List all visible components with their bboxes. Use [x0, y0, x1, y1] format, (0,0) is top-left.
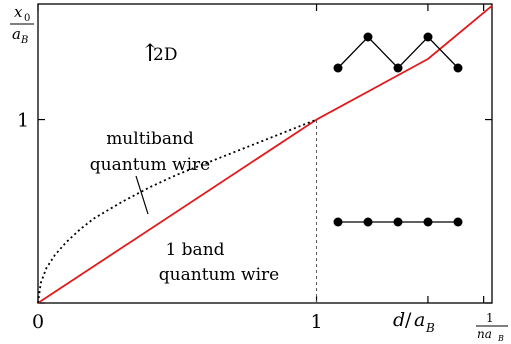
oneband-line1: 1 band [165, 240, 224, 260]
zigzag-atom [363, 32, 373, 42]
y-label-den-sub: B [20, 35, 28, 46]
linear-chain-illustration [333, 217, 463, 227]
oneband-line2: quantum wire [159, 265, 279, 285]
x-tick-label: 1 [310, 311, 322, 333]
x-axis-label-d-over-aB: d / a B [393, 309, 435, 335]
zigzag-chain-illustration [333, 32, 463, 73]
y-tick-label: 1 [17, 110, 29, 132]
multiband-pointer-line [135, 175, 149, 215]
annotation-2d-text: 2D [153, 45, 177, 65]
annotation-multiband: multiband quantum wire [90, 129, 210, 215]
plot-frame [37, 3, 493, 304]
linear-atom [333, 217, 343, 227]
x-label-slash: / [405, 309, 412, 331]
x-label2-num: 1 [486, 311, 494, 325]
zigzag-atom [333, 63, 343, 73]
series-line-multiband [37, 118, 317, 304]
x-label2-den-sub: B [497, 334, 504, 343]
linear-atom [423, 217, 433, 227]
linear-atom [453, 217, 463, 227]
y-axis-label: x 0 a B [10, 3, 34, 46]
annotation-one-band: 1 band quantum wire [159, 240, 279, 285]
y-label-num-sub: 0 [24, 13, 30, 24]
x-label-a-sub: B [425, 321, 435, 335]
x-label-d: d [393, 309, 405, 331]
annotation-2d: ↑ 2D [140, 39, 177, 67]
x-tick-label: 0 [32, 311, 44, 333]
multiband-line2: quantum wire [90, 155, 210, 175]
x-label2-den: na [477, 327, 492, 341]
linear-atom [393, 217, 403, 227]
linear-atom [363, 217, 373, 227]
y-label-den: a [12, 25, 21, 43]
zigzag-atom [393, 63, 403, 73]
x-axis-label-inv-naB: 1 na B [476, 311, 508, 343]
y-label-num: x [14, 3, 23, 21]
plot-area: 0 1 1 [17, 3, 493, 333]
x-label-a: a [414, 309, 425, 331]
zigzag-bonds [337, 36, 459, 69]
series-line-one_band [37, 5, 493, 304]
zigzag-atom [453, 63, 463, 73]
zigzag-atom [423, 32, 433, 42]
arrow-up-icon: ↑ [140, 39, 160, 67]
multiband-line1: multiband [106, 129, 194, 149]
